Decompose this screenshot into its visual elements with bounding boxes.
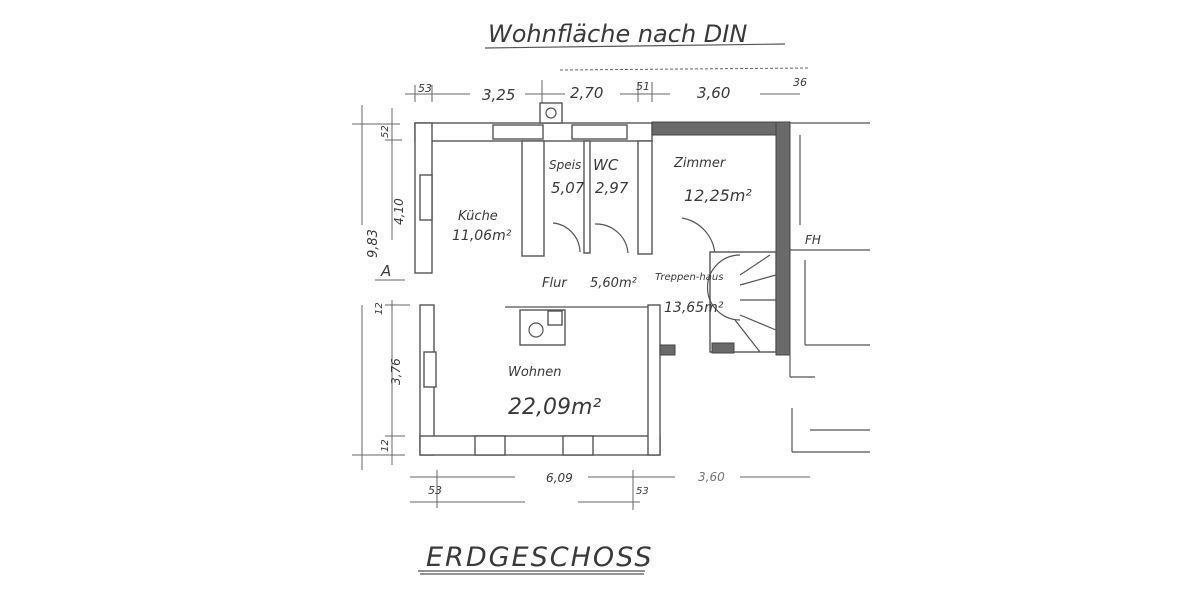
dim-top-1: 53 xyxy=(418,82,432,95)
bottom-dimension-line xyxy=(410,470,810,510)
top-dimension-line xyxy=(405,80,800,110)
dim-top-4: 51 xyxy=(636,80,650,93)
dim-bottom-1: 53 xyxy=(428,484,442,497)
doors xyxy=(552,217,716,256)
dim-top-3: 2,70 xyxy=(570,84,603,102)
room-area: 13,65m² xyxy=(664,300,724,316)
walls xyxy=(414,102,791,456)
room-zimmer: Zimmer 12,25m² xyxy=(673,156,752,205)
dim-top-5: 3,60 xyxy=(697,84,730,102)
title-underline xyxy=(484,43,786,49)
dim-top-6: 36 xyxy=(793,76,807,89)
room-wc: WC 2,97 xyxy=(593,156,629,197)
room-name: WC xyxy=(593,156,619,174)
room-name: Speis xyxy=(549,158,581,172)
floor-label: ERDGESCHOSS xyxy=(426,542,653,573)
room-area: 22,09m² xyxy=(508,395,601,420)
room-name: Zimmer xyxy=(673,156,727,171)
room-name: Flur xyxy=(542,276,568,291)
room-speis: Speis 5,07 xyxy=(549,158,585,197)
room-wohnen: Wohnen 22,09m² xyxy=(508,365,601,420)
dim-bottom-4: 3,60 xyxy=(698,470,725,484)
room-area: 5,60m² xyxy=(590,276,637,291)
room-area: 2,97 xyxy=(595,179,629,197)
room-name: Treppen-haus xyxy=(655,272,723,283)
neighbor-label: FH xyxy=(805,233,821,247)
dim-left-wall-mid: 12 xyxy=(374,302,385,315)
dim-left-total: 9,83 xyxy=(366,229,381,258)
staircase xyxy=(706,251,777,354)
plan-title: Wohnfläche nach DIN xyxy=(488,20,747,48)
dim-left-living: 3,76 xyxy=(389,358,403,385)
room-area: 12,25m² xyxy=(684,186,752,205)
room-area: 5,07 xyxy=(551,179,585,197)
scan-line xyxy=(559,67,811,71)
dim-left-wall-bottom: 12 xyxy=(380,439,391,452)
room-flur: Flur 5,60m² xyxy=(542,276,637,291)
room-area: 11,06m² xyxy=(452,228,512,244)
dim-left-kitchen: 4,10 xyxy=(392,198,406,225)
left-dimension-line xyxy=(352,105,410,470)
room-name: Küche xyxy=(458,209,498,224)
room-kuche: Küche 11,06m² xyxy=(452,209,512,244)
neighbor-building xyxy=(789,122,870,453)
dim-left-wall-top: 52 xyxy=(380,125,391,138)
section-marker: A xyxy=(380,262,391,280)
dim-bottom-2: 6,09 xyxy=(546,471,573,485)
dim-bottom-3: 53 xyxy=(636,486,649,497)
dim-top-2: 3,25 xyxy=(482,86,515,104)
room-name: Wohnen xyxy=(508,365,562,380)
room-treppenhaus: Treppen-haus 13,65m² xyxy=(655,272,724,316)
